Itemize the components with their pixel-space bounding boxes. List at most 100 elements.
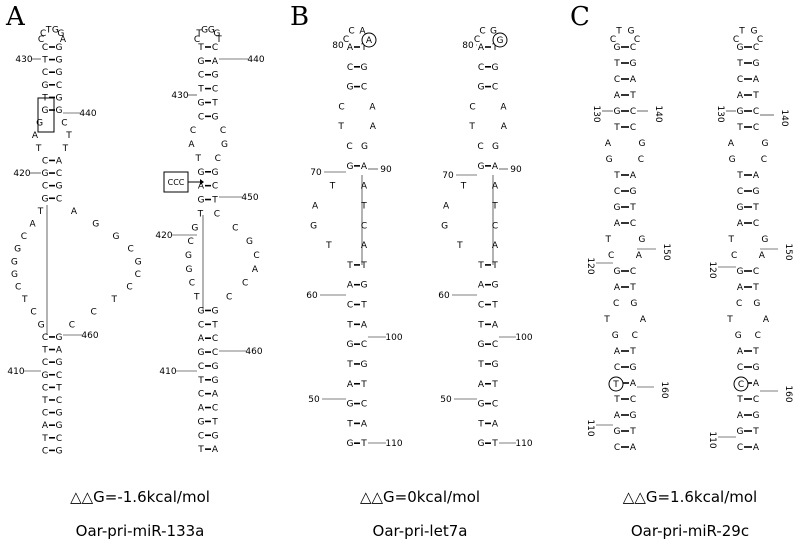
p0s0-base-3p: G xyxy=(56,333,63,343)
p1s1-loop-base: C xyxy=(479,26,485,36)
p1s0-base-3p: A xyxy=(369,102,376,112)
p2s0-base-5p: T xyxy=(613,171,620,181)
p0s1-base-3p: C xyxy=(212,348,218,358)
p0s1-base-5p: G xyxy=(198,57,205,67)
p2s1-base-5p: C xyxy=(737,187,743,197)
p1s1-base-3p: A xyxy=(492,419,499,429)
p1s1-base-3p: T xyxy=(491,201,498,211)
p2s0-base-5p: A xyxy=(614,219,621,229)
p1s0-base-3p: G xyxy=(361,360,368,370)
p2s0-pos-label: 110 xyxy=(585,419,595,436)
p1s0-base-3p: T xyxy=(360,301,367,311)
p1s0-base-5p: T xyxy=(337,122,344,132)
p0s1-base-3p: G xyxy=(212,168,219,178)
p0s0-base-5p: T xyxy=(41,56,48,66)
p2s0-pos-label: 150 xyxy=(661,243,671,260)
p0s0-base-5p: G xyxy=(38,320,45,330)
p0s0-base-5p: A xyxy=(29,219,36,229)
p1s1-loop-base: C xyxy=(474,35,480,45)
p1s1-base-3p: A xyxy=(492,182,499,192)
name-c: Oar-pri-miR-29c xyxy=(630,522,750,540)
p1s0-pos-label: 110 xyxy=(385,439,402,449)
p1s0-base-5p: G xyxy=(347,400,354,410)
p1s1-circled-base xyxy=(492,32,508,48)
p2s1-base-5p: G xyxy=(737,427,744,437)
p0s1-base-3p: T xyxy=(211,417,218,427)
p2s0-base-5p: C xyxy=(614,187,620,197)
p1s0-base-5p: A xyxy=(347,281,354,291)
p1s0-pos-label: 90 xyxy=(380,165,392,175)
p2s1-base-5p: A xyxy=(737,219,744,229)
p1s1-base-5p: T xyxy=(468,122,475,132)
p2s0-base-5p: A xyxy=(605,139,612,149)
p1s1-base-5p: A xyxy=(443,201,450,211)
p0s1-base-5p: A xyxy=(198,182,205,192)
p1s1-base-3p: T xyxy=(491,301,498,311)
p0s1-base-3p: G xyxy=(212,431,219,441)
p0s0-base-5p: G xyxy=(36,119,43,129)
p0s1-base-3p: C xyxy=(212,404,218,414)
p0s0-base-3p: G xyxy=(56,43,63,53)
p0s0-base-3p: C xyxy=(56,371,62,381)
p0s0-base-5p: C xyxy=(42,446,48,456)
p0s0-base-3p: G xyxy=(56,182,63,192)
p1s0-base-5p: G xyxy=(347,340,354,350)
p2s1-base-5p: A xyxy=(728,139,735,149)
p1s0-pos-label: 70 xyxy=(310,168,322,178)
p2s1-loop-base: C xyxy=(757,35,763,45)
p0s1-base-3p: C xyxy=(232,223,238,233)
p0s0-base-3p: G xyxy=(92,219,99,229)
p1s1-base-5p: G xyxy=(478,400,485,410)
p2s1-base-3p: A xyxy=(753,443,760,453)
p1s1-pos-label: 110 xyxy=(515,439,532,449)
p0s1-pos-label: 440 xyxy=(247,55,264,65)
p1s0-base-5p: G xyxy=(347,439,354,449)
p2s1-base-5p: A xyxy=(737,283,744,293)
p0s1-pos-label: 420 xyxy=(155,231,172,241)
p0s0-base-3p: G xyxy=(56,358,63,368)
p0s0-loop-base: T xyxy=(45,25,52,35)
p2s0-base-3p: T xyxy=(629,427,636,437)
p1s0-base-5p: A xyxy=(312,201,319,211)
p2s0-base-3p: A xyxy=(630,379,637,389)
p1s0-base-5p: G xyxy=(347,162,354,172)
p0s1-base-5p: G xyxy=(186,265,193,275)
p2s0-base-5p: A xyxy=(614,411,621,421)
p2s1-pos-label: 150 xyxy=(783,243,793,260)
p0s1-base-3p: A xyxy=(212,57,219,67)
p2s1-base-3p: C xyxy=(753,267,759,277)
p1s1-base-3p: T xyxy=(491,380,498,390)
p1s1-base-5p: G xyxy=(478,162,485,172)
p1s0-base-5p: A xyxy=(347,43,354,53)
p2s1-loop-base: T xyxy=(738,26,745,36)
p0s0-base-3p: T xyxy=(65,131,72,141)
p0s0-base-3p: A xyxy=(71,207,78,217)
p2s0-base-3p: A xyxy=(640,315,647,325)
p2s1-base-3p: C xyxy=(753,43,759,53)
p2s0-base-5p: A xyxy=(614,283,621,293)
p0s1-base-5p: G xyxy=(185,251,192,261)
p0s1-base-5p: T xyxy=(197,85,204,95)
p1s0-base-3p: C xyxy=(361,221,367,231)
p1s1-base-3p: G xyxy=(492,281,499,291)
p2s1-base-3p: C xyxy=(753,395,759,405)
p2s1-base-5p: G xyxy=(737,203,744,213)
p0s0-base-5p: G xyxy=(42,106,49,116)
p0s0-base-5p: C xyxy=(42,156,48,166)
p1s1-base-5p: G xyxy=(441,221,448,231)
p0s1-base-5p: G xyxy=(198,348,205,358)
p1s0-base-5p: T xyxy=(325,241,332,251)
p2s0-base-5p: T xyxy=(613,395,620,405)
p1s1-base-5p: G xyxy=(478,83,485,93)
p0s0-base-3p: G xyxy=(56,421,63,431)
p2s1-base-5p: C xyxy=(736,299,742,309)
p0s1-base-5p: G xyxy=(198,196,205,206)
p1s1-base-5p: T xyxy=(477,261,484,271)
p0s1-base-3p: G xyxy=(221,140,228,150)
p0s1-pos-label: 460 xyxy=(245,347,262,357)
p2s1-base-5p: C xyxy=(737,443,743,453)
p2s1-base-5p: C xyxy=(737,75,743,85)
p2s1-base-5p: C xyxy=(737,363,743,373)
p2s1-base-3p: A xyxy=(759,251,766,261)
p1s0-base-5p: T xyxy=(329,182,336,192)
